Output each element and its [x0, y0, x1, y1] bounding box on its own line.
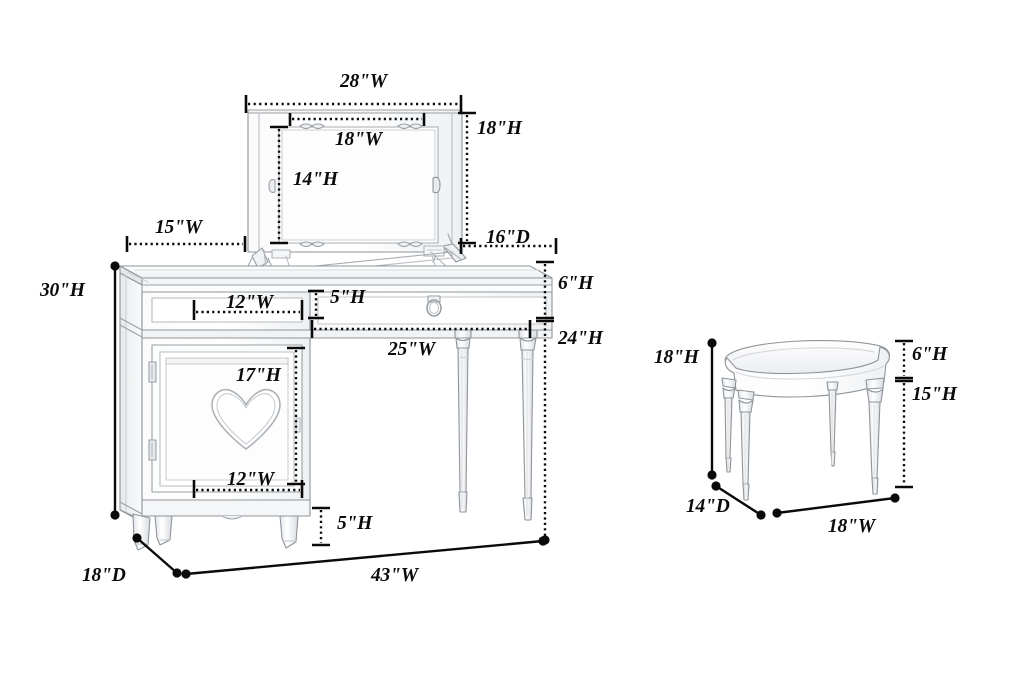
dim-mirror-glass-width: [288, 113, 426, 126]
dim-overall-width: [181, 536, 548, 579]
dim-left-top-width: [125, 236, 247, 252]
dim-stool-seat-height: [895, 339, 913, 380]
label-stool-seat-height: 6"H: [912, 344, 948, 365]
label-apron-height: 6"H: [558, 273, 594, 294]
dim-door-width: [192, 480, 304, 498]
dim-knee-height: [536, 319, 554, 545]
label-leg-height: 5"H: [337, 513, 373, 534]
dim-drawer-width: [192, 300, 304, 320]
dim-open-span-width: [310, 320, 532, 338]
label-drawer-width: 12"W: [226, 292, 273, 313]
label-overall-width: 43"W: [371, 565, 418, 586]
label-mirror-glass-width: 18"W: [335, 129, 382, 150]
label-door-height: 17"H: [236, 365, 281, 386]
dim-stool-width: [772, 493, 900, 518]
label-top-depth: 16"D: [486, 227, 530, 248]
label-drawer-height: 5"H: [330, 287, 366, 308]
dim-leg-height: [312, 506, 330, 547]
mirror-lid: [247, 109, 463, 253]
label-open-span-width: 25"W: [388, 339, 435, 360]
label-stool-leg-height: 15"H: [912, 384, 957, 405]
label-mirror-outer-height: 18"H: [477, 118, 522, 139]
dim-overall-depth: [132, 533, 182, 578]
dim-stool-depth: [711, 481, 766, 520]
label-stool-width: 18"W: [828, 516, 875, 537]
dim-overall-height: [110, 261, 120, 520]
label-left-top-width: 15"W: [155, 217, 202, 238]
label-mirror-outer-width: 28"W: [340, 71, 387, 92]
dim-apron-height: [536, 260, 554, 320]
dim-stool-leg-height: [895, 379, 913, 489]
drawer-ring-pull: [426, 295, 442, 317]
label-mirror-glass-height: 14"H: [293, 169, 338, 190]
vanity-case: [119, 272, 553, 523]
label-stool-depth: 14"D: [686, 496, 730, 517]
label-door-width: 12"W: [227, 469, 274, 490]
label-overall-depth: 18"D: [82, 565, 126, 586]
stool: [721, 340, 890, 501]
label-overall-height: 30"H: [40, 280, 85, 301]
dim-mirror-outer-width: [244, 95, 463, 113]
vanity-top: [119, 265, 553, 286]
label-knee-height: 24"H: [558, 328, 603, 349]
vanity-legs: [132, 329, 538, 551]
dim-stool-overall-height: [707, 338, 717, 480]
dim-drawer-height: [308, 289, 324, 320]
dim-mirror-glass-height: [270, 125, 288, 245]
label-stool-overall-height: 18"H: [654, 347, 699, 368]
dim-top-depth: [459, 238, 558, 254]
